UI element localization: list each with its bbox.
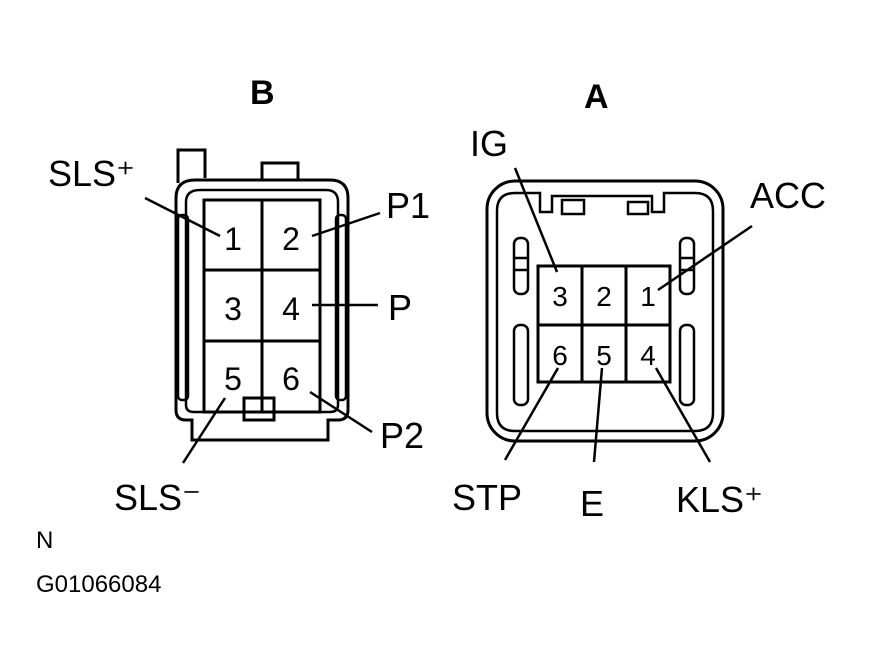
label-p: P xyxy=(388,287,412,328)
connector-b-bottom-key xyxy=(242,396,276,422)
label-stp: STP xyxy=(452,477,522,518)
label-sls-minus: SLS⁻ xyxy=(114,477,201,518)
label-p2: P2 xyxy=(380,415,424,456)
view-letter: N xyxy=(36,527,53,554)
connector-a-side-slot xyxy=(512,323,530,407)
connector-b-pin-2: 2 xyxy=(282,221,300,257)
connector-b: B 1 2 3 4 5 6 SLS⁺ P1 P P2 SLS⁻ xyxy=(48,74,430,518)
connector-a-side-slot xyxy=(678,323,696,407)
leader-stp xyxy=(503,367,560,461)
connector-b-housing xyxy=(174,178,350,442)
connector-b-key xyxy=(260,161,300,180)
leader-e xyxy=(592,367,604,463)
connector-a-inner xyxy=(495,191,715,433)
connector-a-pin-6: 6 xyxy=(552,340,568,371)
leader-p2 xyxy=(309,390,373,434)
leader-sls-plus xyxy=(144,196,221,238)
connector-b-title: B xyxy=(250,74,275,112)
connector-a-housing xyxy=(485,179,725,443)
figure-code: G01066084 xyxy=(36,571,161,598)
connector-b-pin-4: 4 xyxy=(282,291,300,327)
connector-b-side-slot xyxy=(334,213,348,402)
connector-b-inner xyxy=(184,188,340,414)
label-kls-plus: KLS⁺ xyxy=(676,479,763,520)
connector-a-title: A xyxy=(584,78,609,116)
leader-acc xyxy=(657,224,753,292)
connector-b-latch xyxy=(176,148,207,183)
connector-a-pin-3: 3 xyxy=(552,281,568,312)
connector-b-pin-6: 6 xyxy=(282,361,300,397)
leader-ig xyxy=(513,167,559,273)
leader-p1 xyxy=(311,211,381,238)
connector-a-pin-2: 2 xyxy=(596,281,612,312)
connector-b-pin-1: 1 xyxy=(224,221,242,257)
label-sls-plus: SLS⁺ xyxy=(48,153,135,194)
connector-a: A 3 2 1 6 5 4 IG ACC STP xyxy=(452,78,826,524)
leader-sls-minus xyxy=(181,397,227,464)
label-p1: P1 xyxy=(386,185,430,226)
label-acc: ACC xyxy=(750,175,826,216)
label-ig: IG xyxy=(470,123,508,164)
connector-a-pin-4: 4 xyxy=(640,340,656,371)
connector-b-pin-3: 3 xyxy=(224,291,242,327)
label-e: E xyxy=(580,483,604,524)
connector-a-latch xyxy=(560,198,586,216)
connector-b-side-slot xyxy=(176,213,190,402)
connector-a-latch xyxy=(626,200,650,216)
connector-a-side-slot xyxy=(512,236,530,296)
connector-a-pin-1: 1 xyxy=(640,281,656,312)
connector-b-pin-5: 5 xyxy=(224,361,242,397)
connector-a-pin-5: 5 xyxy=(596,340,612,371)
leader-kls-plus xyxy=(654,367,712,463)
